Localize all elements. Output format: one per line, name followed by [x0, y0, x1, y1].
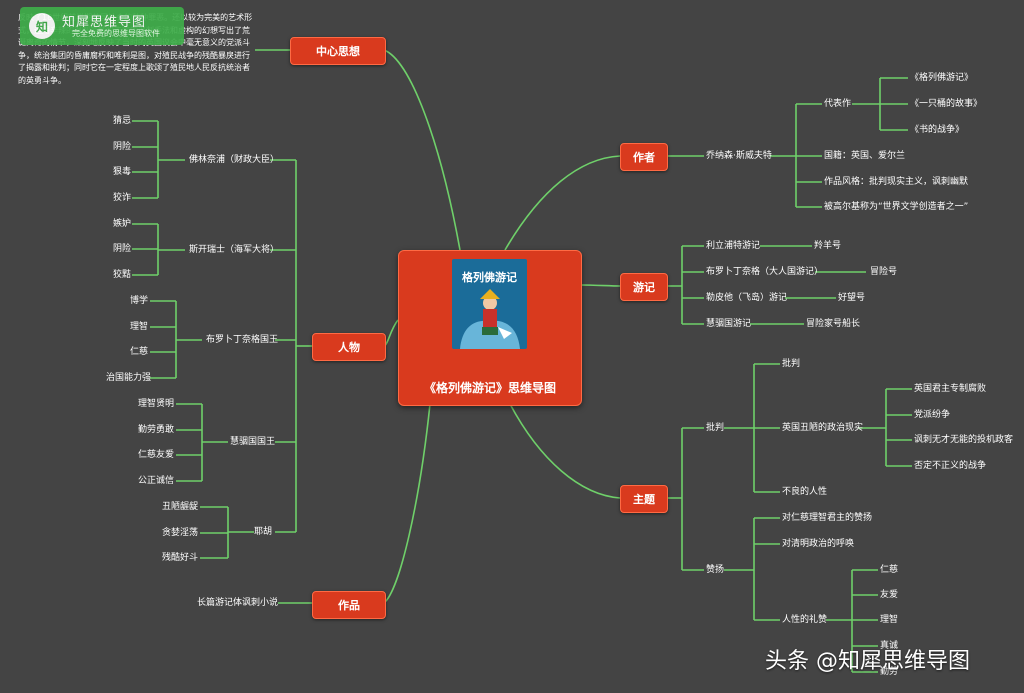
virtue-item[interactable]: 理智	[880, 615, 899, 625]
author-style[interactable]: 作品风格：批判现实主义，讽刺幽默	[824, 177, 969, 187]
travel-ship[interactable]: 羚羊号	[814, 241, 842, 251]
trait-item[interactable]: 狡黠	[113, 270, 132, 280]
author-work-item[interactable]: 《格列佛游记》	[910, 73, 974, 83]
book-cover-title: 格列佛游记	[462, 271, 517, 284]
trait-item[interactable]: 勤劳勇敢	[138, 425, 175, 435]
theme-critique-item[interactable]: 批判	[782, 359, 801, 369]
trait-item[interactable]: 猜忌	[113, 116, 132, 126]
book-cover-illustration	[460, 289, 520, 349]
author-work-item[interactable]: 《一只桶的故事》	[910, 99, 983, 109]
central-topic[interactable]: 格列佛游记 《格列佛游记》思维导图	[398, 250, 582, 406]
theme-praise-item[interactable]: 人性的礼赞	[782, 615, 828, 625]
watermark: 头条 @知犀思维导图	[765, 649, 970, 674]
travel-place[interactable]: 慧骃国游记	[706, 319, 752, 329]
politics-item[interactable]: 党派纷争	[914, 410, 951, 420]
trait-item[interactable]: 仁慈友爱	[138, 450, 175, 460]
trait-item[interactable]: 阴险	[113, 244, 132, 254]
central-topic-title: 《格列佛游记》思维导图	[423, 381, 556, 395]
author-nationality[interactable]: 国籍：英国、爱尔兰	[824, 151, 906, 161]
author-work-item[interactable]: 《书的战争》	[910, 125, 965, 135]
trait-item[interactable]: 嫉妒	[113, 219, 132, 229]
branch-author[interactable]: 作者	[620, 143, 668, 171]
trait-item[interactable]: 博学	[130, 296, 149, 306]
character-flimnap[interactable]: 佛林奈浦（财政大臣）	[189, 155, 280, 165]
trait-item[interactable]: 仁慈	[130, 347, 149, 357]
travel-ship[interactable]: 好望号	[838, 293, 866, 303]
politics-item[interactable]: 讽刺无才无能的投机政客	[914, 435, 1014, 445]
virtue-item[interactable]: 友爱	[880, 590, 899, 600]
character-skyresh[interactable]: 斯开瑞士（海军大将）	[189, 245, 280, 255]
branch-theme[interactable]: 主题	[620, 485, 668, 513]
app-badge: 知 知犀思维导图 完全免费的思维导图软件	[20, 7, 184, 45]
virtue-item[interactable]: 真诚	[880, 641, 899, 651]
app-badge-subtitle: 完全免费的思维导图软件	[72, 29, 160, 38]
travel-place[interactable]: 勒皮他（飞岛）游记	[706, 293, 788, 303]
trait-item[interactable]: 狠毒	[113, 167, 132, 177]
theme-praise-item[interactable]: 对仁慈理智君主的赞扬	[782, 513, 873, 523]
trait-item[interactable]: 公正诚信	[138, 476, 175, 486]
politics-item[interactable]: 否定不正义的战争	[914, 461, 987, 471]
trait-item[interactable]: 理智贤明	[138, 399, 175, 409]
branch-central-idea[interactable]: 中心思想	[290, 37, 386, 65]
trait-item[interactable]: 理智	[130, 322, 149, 332]
trait-item[interactable]: 丑陋龌龊	[162, 502, 199, 512]
theme-praise-item[interactable]: 对清明政治的呼唤	[782, 539, 855, 549]
author-praise[interactable]: 被高尔基称为“世界文学创造者之一”	[824, 202, 969, 212]
app-badge-title: 知犀思维导图	[62, 15, 147, 30]
trait-item[interactable]: 治国能力强	[106, 373, 152, 383]
theme-critique-item[interactable]: 英国丑陋的政治现实	[782, 423, 864, 433]
branch-travels[interactable]: 游记	[620, 273, 668, 301]
theme-critique-item[interactable]: 不良的人性	[782, 487, 828, 497]
branch-work[interactable]: 作品	[312, 591, 386, 619]
work-genre[interactable]: 长篇游记体讽刺小说	[197, 598, 279, 608]
virtue-item[interactable]: 仁慈	[880, 565, 899, 575]
travel-ship[interactable]: 冒险号	[870, 267, 898, 277]
virtue-item[interactable]: 勤劳	[880, 667, 899, 677]
branch-characters[interactable]: 人物	[312, 333, 386, 361]
trait-item[interactable]: 狡诈	[113, 193, 132, 203]
travel-place[interactable]: 利立浦特游记	[706, 241, 761, 251]
character-houyhnhnm-king[interactable]: 慧骃国国王	[230, 437, 276, 447]
trait-item[interactable]: 残酷好斗	[162, 553, 199, 563]
travel-place[interactable]: 布罗卜丁奈格（大人国游记）	[706, 267, 824, 277]
book-cover-image: 格列佛游记	[452, 259, 527, 349]
character-yahoo[interactable]: 耶胡	[254, 527, 273, 537]
author-name[interactable]: 乔纳森·斯威夫特	[706, 151, 772, 161]
trait-item[interactable]: 阴险	[113, 142, 132, 152]
theme-critique[interactable]: 批判	[706, 423, 725, 433]
author-works-label[interactable]: 代表作	[824, 99, 852, 109]
character-brobdingnag-king[interactable]: 布罗卜丁奈格国王	[206, 335, 279, 345]
theme-praise[interactable]: 赞扬	[706, 565, 725, 575]
app-logo-icon: 知	[29, 13, 55, 39]
travel-ship[interactable]: 冒险家号船长	[806, 319, 861, 329]
politics-item[interactable]: 英国君主专制腐败	[914, 384, 987, 394]
trait-item[interactable]: 贪婪淫荡	[162, 528, 199, 538]
